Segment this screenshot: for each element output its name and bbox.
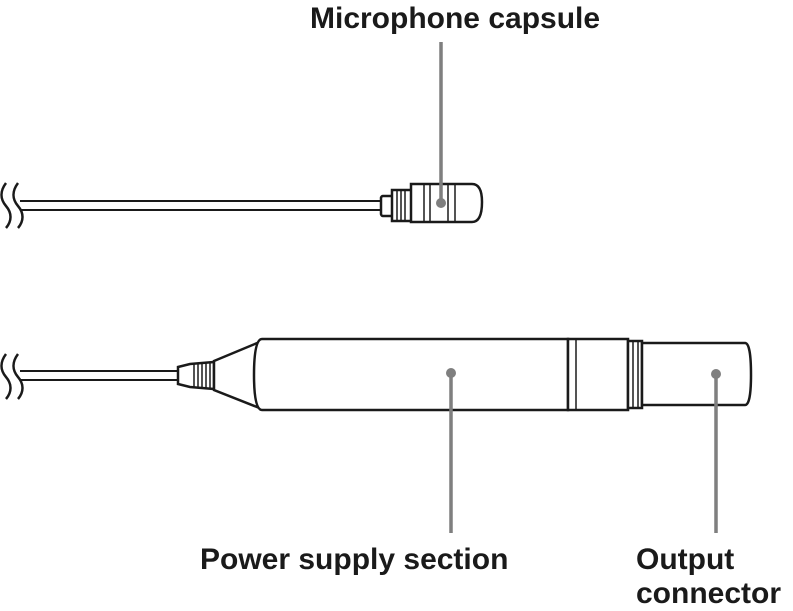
microphone-capsule-label: Microphone capsule <box>310 2 601 35</box>
power-supply-section-label: Power supply section <box>200 543 509 576</box>
lower-cable-break-mark <box>0 353 24 400</box>
capsule-leader-dot <box>436 198 446 208</box>
upper-cable-break-mark <box>0 182 24 229</box>
output-connector <box>640 341 753 407</box>
output-connector-leader-dot <box>711 369 721 379</box>
power-supply-body <box>176 337 644 412</box>
microphone-capsule <box>379 182 484 224</box>
power-supply-leader-dot <box>446 368 456 378</box>
leader-lines <box>436 42 721 533</box>
output-connector-label-line2: connector <box>636 577 782 610</box>
power-supply-cable <box>20 370 180 381</box>
output-connector-label-line1: Output <box>636 543 735 576</box>
output-connector-label: Output connector <box>636 543 781 611</box>
capsule-cable <box>20 200 383 211</box>
